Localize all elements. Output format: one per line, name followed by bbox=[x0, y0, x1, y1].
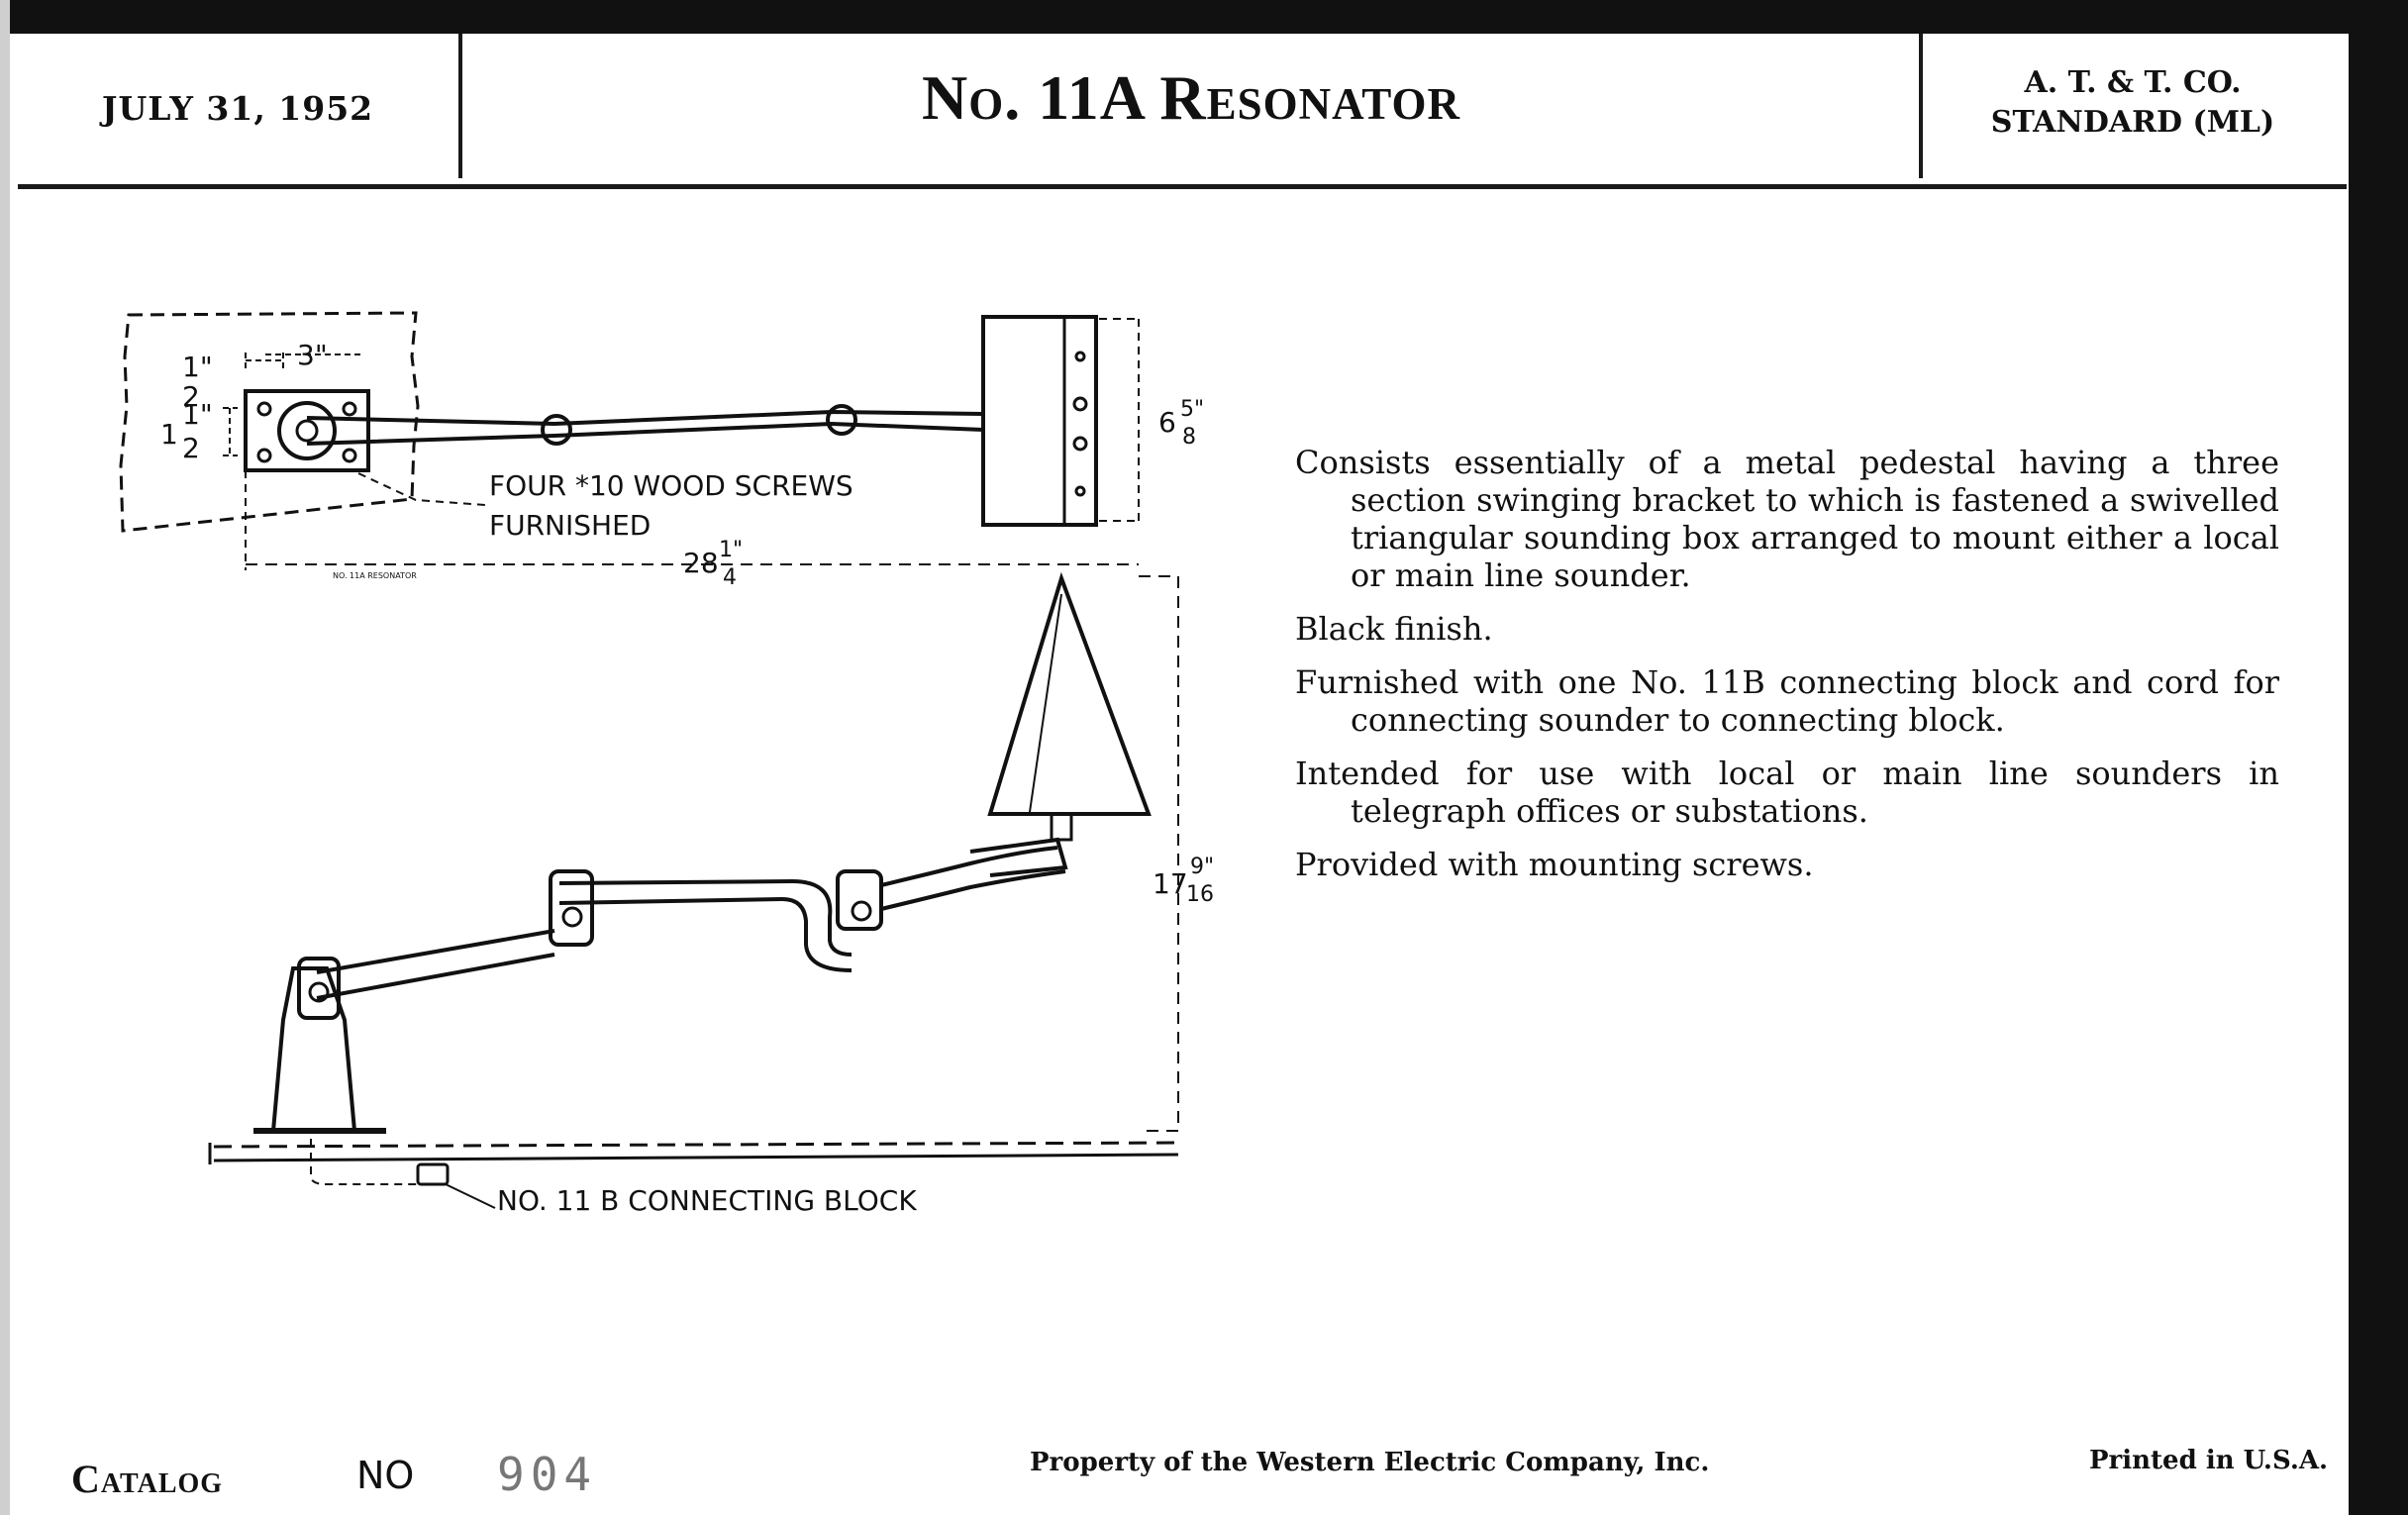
standard-designation: A. T. & T. CO. STANDARD (ML) bbox=[1925, 63, 2341, 143]
small-resonator-label: NO. 11A RESONATOR bbox=[333, 571, 417, 580]
scan-border-left bbox=[0, 0, 10, 1515]
dim-height-whole: 17 bbox=[1153, 867, 1188, 900]
screw-hole-4 bbox=[342, 448, 357, 463]
screw-hole-3 bbox=[256, 448, 272, 463]
description-paragraph: Black finish. bbox=[1295, 610, 1493, 648]
catalog-no-label: NO bbox=[356, 1454, 415, 1497]
description: Consists essentially of a metal pedestal… bbox=[1295, 444, 2279, 899]
description-paragraph: Consists essentially of a metal pedestal… bbox=[1295, 444, 2279, 594]
description-paragraph: Furnished with one No. 11B connecting bl… bbox=[1295, 663, 2279, 739]
standard-line-1: A. T. & T. CO. bbox=[2024, 65, 2242, 100]
plan-view bbox=[119, 311, 1140, 570]
dim-half-den: 2 bbox=[182, 380, 200, 413]
dim-box-den: 8 bbox=[1182, 425, 1196, 450]
description-paragraph: Provided with mounting screws. bbox=[1295, 846, 1814, 883]
screws-note-line2: FURNISHED bbox=[489, 509, 651, 542]
printed-notice: Printed in U.S.A. bbox=[2089, 1446, 2329, 1475]
bracket-arm-3 bbox=[969, 837, 1068, 877]
header-divider-right bbox=[1919, 34, 1923, 178]
scan-border-top bbox=[0, 0, 2408, 34]
screw-hole-2 bbox=[342, 401, 357, 417]
connecting-block-shape bbox=[416, 1162, 450, 1186]
header-divider-left bbox=[458, 34, 462, 178]
bracket-arm-2 bbox=[558, 878, 853, 957]
sounding-box-plan bbox=[981, 315, 1098, 527]
dim-length-whole: 28 bbox=[683, 547, 719, 579]
dim-three: 3" bbox=[297, 339, 328, 371]
connecting-block-note: NO. 11 B CONNECTING BLOCK bbox=[497, 1184, 917, 1217]
elevation-view bbox=[208, 571, 1179, 1209]
dim-height-num: 9" bbox=[1190, 855, 1214, 879]
description-paragraph: Intended for use with local or main line… bbox=[1295, 755, 2279, 830]
scan-border-right bbox=[2349, 0, 2408, 1515]
dim-one-half-den: 2 bbox=[182, 432, 200, 464]
bracket-arm-1 bbox=[316, 929, 555, 974]
dim-height-den: 16 bbox=[1186, 882, 1214, 907]
dim-box-num: 5" bbox=[1180, 397, 1204, 422]
catalog-label: Catalog bbox=[71, 1457, 224, 1501]
resonator-drawing: 1" 2 3" 1 1" 2 28 1" 4 6 5" 8 17 9" 16 F… bbox=[119, 311, 1214, 1217]
dim-half-num: 1" bbox=[182, 351, 213, 383]
page-title: No. 11A Resonator bbox=[922, 62, 1460, 133]
screw-hole-1 bbox=[256, 401, 272, 417]
dimension-labels: 1" 2 3" 1 1" 2 28 1" 4 6 5" 8 17 9" 16 F… bbox=[160, 339, 1214, 1217]
dim-one-half-num: 1" bbox=[182, 398, 213, 431]
dim-length-den: 4 bbox=[723, 565, 737, 590]
catalog-number: 904 bbox=[497, 1448, 598, 1501]
screws-note-line1: FOUR *10 WOOD SCREWS bbox=[489, 469, 853, 502]
dim-box-whole: 6 bbox=[1158, 406, 1176, 439]
property-notice: Property of the Western Electric Company… bbox=[1030, 1448, 1710, 1477]
standard-line-2: STANDARD (ML) bbox=[1990, 105, 2275, 140]
issue-date: JULY 31, 1952 bbox=[101, 89, 374, 128]
dim-length-num: 1" bbox=[719, 538, 743, 562]
triangular-sounding-box bbox=[987, 571, 1152, 816]
header-rule bbox=[18, 184, 2347, 189]
dim-one-half-whole: 1 bbox=[160, 418, 178, 451]
